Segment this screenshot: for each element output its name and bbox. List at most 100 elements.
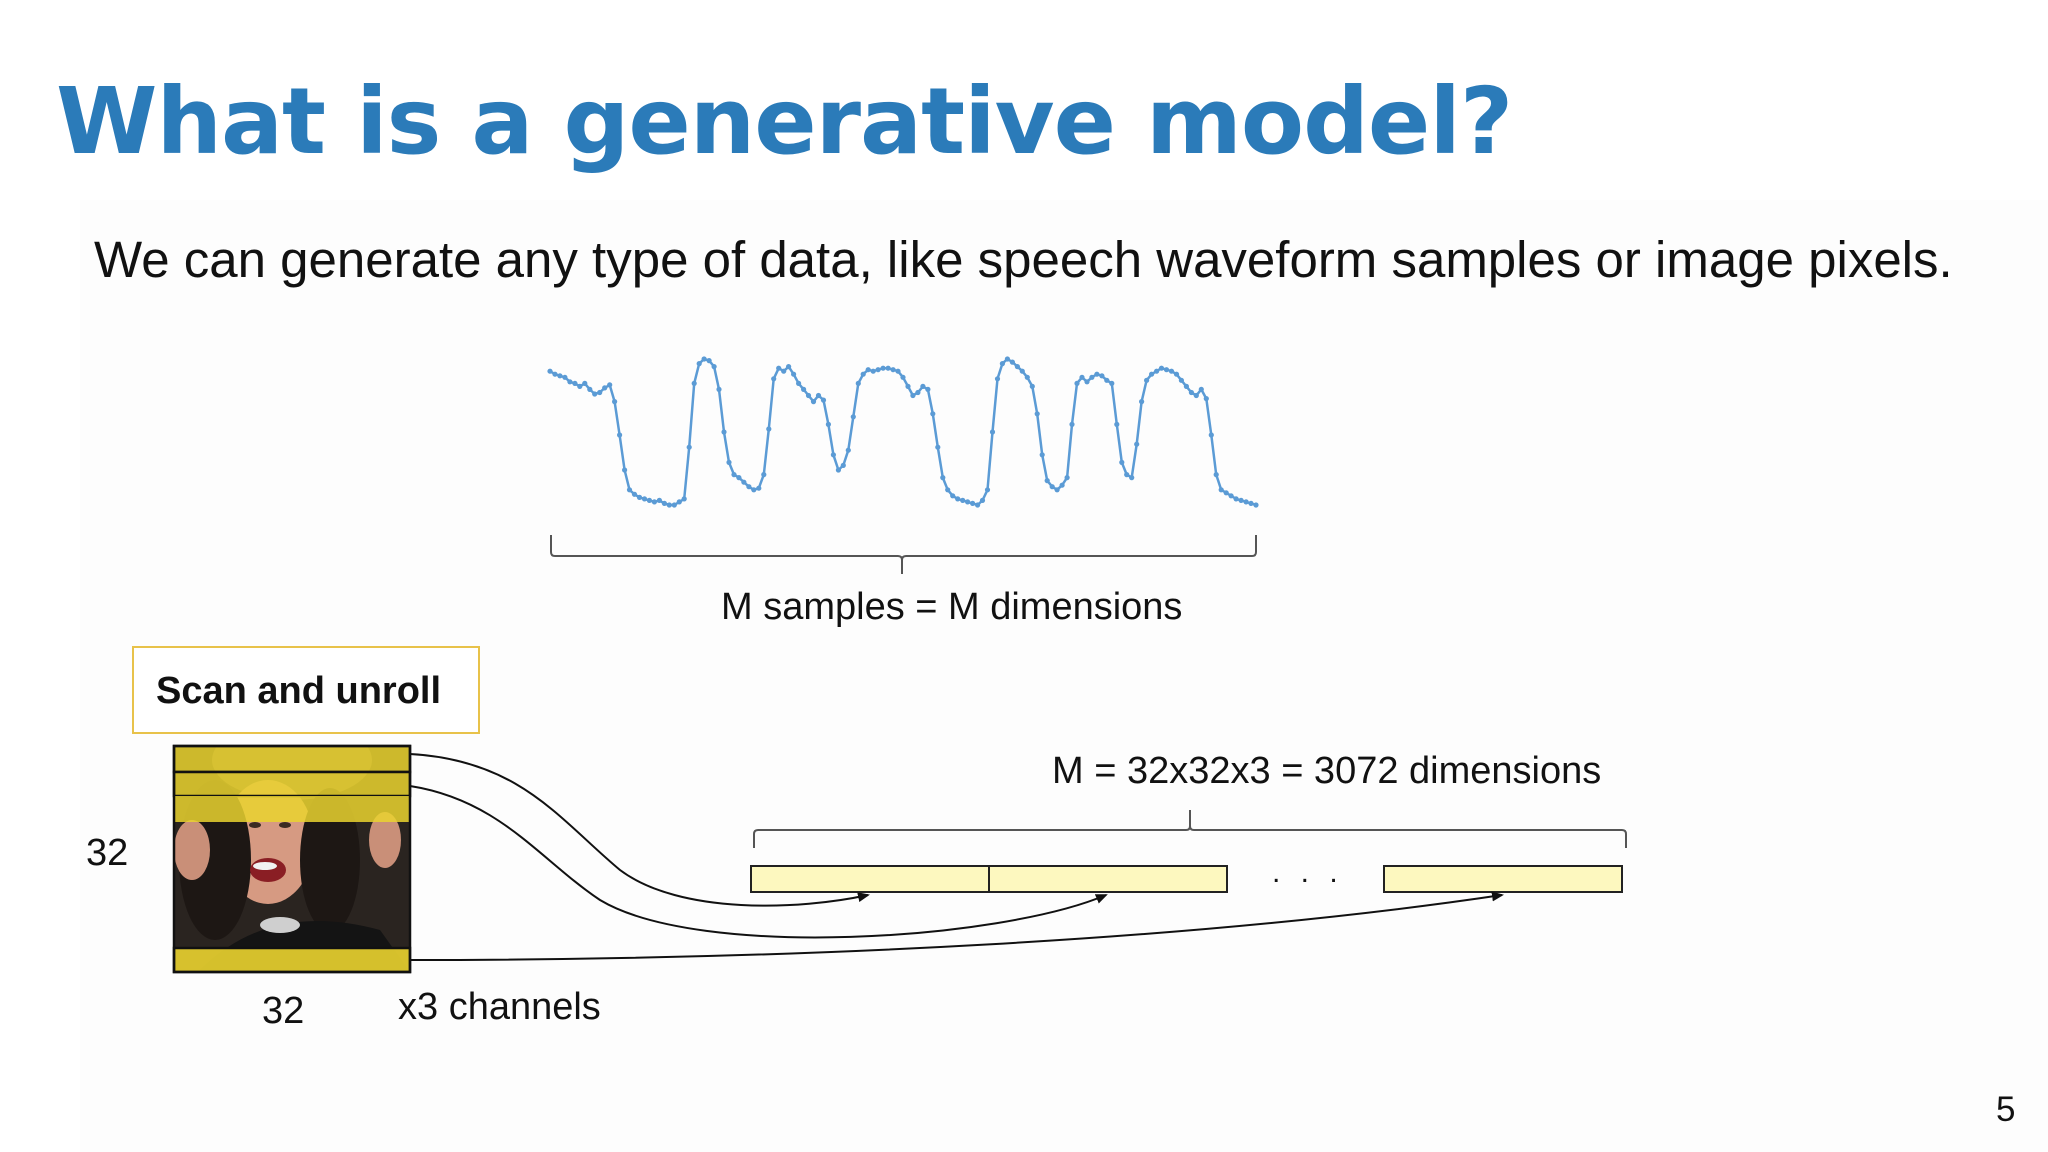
dimensions-label: M = 32x32x3 = 3072 dimensions: [1052, 750, 1602, 792]
waveform-sample-point: [1054, 487, 1060, 493]
waveform-sample-point: [930, 411, 936, 417]
waveform-sample-point: [1129, 475, 1135, 481]
unrolled-vector: [750, 865, 1623, 893]
waveform-sample-point: [895, 368, 901, 374]
waveform-sample-point: [870, 368, 876, 374]
waveform-sample-point: [706, 358, 712, 364]
waveform-sample-point: [1253, 502, 1259, 508]
waveform-sample-point: [1173, 371, 1180, 377]
waveform-sample-point: [1094, 371, 1100, 377]
waveform-sample-point: [597, 389, 603, 396]
page-number: 5: [1996, 1090, 2016, 1129]
waveform-sample-point: [890, 367, 896, 373]
waveform-sample-point: [726, 459, 732, 465]
waveform-sample-point: [646, 497, 653, 503]
waveform-sample-point: [970, 500, 976, 506]
waveform-sample-point: [577, 383, 583, 389]
dimensions-brace: [753, 810, 1627, 848]
waveform-sample-point: [666, 502, 672, 508]
waveform-sample-point: [1168, 368, 1175, 374]
waveform-sample-point: [920, 383, 926, 389]
waveform-sample-point: [984, 487, 991, 493]
waveform-sample-point: [1044, 478, 1050, 484]
waveform-sample-point: [845, 447, 851, 453]
waveform-sample-point: [681, 496, 687, 502]
waveform-sample-point: [602, 385, 608, 391]
scan-and-unroll-label: Scan and unroll: [156, 670, 442, 712]
waveform-sample-point: [1004, 356, 1011, 362]
waveform-sample-point: [656, 497, 663, 503]
waveform-sample-point: [1228, 493, 1234, 499]
waveform-sample-point: [1119, 459, 1125, 465]
waveform-sample-point: [880, 365, 886, 371]
waveform-sample-point: [1059, 482, 1065, 488]
waveform-sample-point: [975, 502, 981, 508]
waveform-sample-point: [547, 368, 553, 374]
waveform-sample-point: [1039, 452, 1045, 458]
waveform-sample-point: [796, 380, 802, 386]
vector-segment-2: [988, 865, 1228, 893]
waveform-sample-point: [661, 500, 668, 506]
waveform-sample-point: [1203, 396, 1209, 402]
waveform-sample-point: [1089, 374, 1095, 380]
waveform-sample-point: [756, 485, 762, 491]
waveform-sample-point: [771, 376, 777, 382]
waveform-sample-point: [1238, 497, 1244, 503]
waveform-sample-point: [766, 426, 772, 432]
waveform-sample-point: [617, 432, 623, 438]
waveform-sample-point: [1114, 421, 1120, 427]
waveform-sample-point: [781, 368, 787, 374]
waveform-sample-point: [925, 386, 931, 392]
waveform-sample-point: [676, 499, 682, 505]
waveform-sample-point: [1099, 373, 1105, 379]
channels-label: x3 channels: [398, 986, 601, 1028]
waveform-sample-point: [940, 475, 946, 481]
waveform-sample-point: [1069, 421, 1075, 427]
waveform-sample-point: [567, 379, 573, 385]
waveform-sample-point: [582, 380, 588, 386]
waveform-sample-point: [1144, 377, 1150, 383]
waveform-sample-point: [592, 391, 598, 397]
waveform-sample-point: [746, 484, 752, 490]
waveform-sample-point: [835, 467, 842, 473]
waveform-sample-point: [960, 497, 966, 503]
waveform-sample-point: [1064, 475, 1070, 481]
waveform-sample-point: [557, 373, 563, 379]
waveform-sample-point: [761, 472, 767, 478]
vector-segment-last: [1383, 865, 1623, 893]
waveform-sample-point: [1014, 364, 1021, 370]
waveform-sample-point: [1079, 374, 1085, 380]
waveform-sample-point: [562, 374, 568, 380]
waveform-sample-point: [641, 496, 648, 502]
waveform-sample-point: [572, 380, 578, 386]
waveform-sample-point: [1188, 389, 1194, 396]
waveform-sample-point: [830, 452, 837, 458]
waveform-sample-point: [607, 382, 613, 388]
waveform-sample-point: [1084, 379, 1090, 385]
waveform-sample-point: [1024, 374, 1030, 380]
waveform-label: M samples = M dimensions: [721, 586, 1183, 628]
waveform-sample-point: [994, 376, 1001, 382]
waveform-sample-point: [721, 429, 727, 435]
waveform-sample-point: [935, 444, 941, 450]
waveform-sample-point: [900, 374, 906, 380]
vector-segment-1: [750, 865, 990, 893]
waveform-line: [549, 357, 1257, 507]
slide-subtitle: We can generate any type of data, like s…: [94, 231, 1953, 288]
waveform-sample-point: [1154, 368, 1160, 374]
arrow-row-2: [409, 785, 1108, 939]
waveform-sample-point: [905, 383, 911, 389]
waveform-sample-point: [776, 365, 782, 371]
scan-and-unroll-box: Scan and unroll: [132, 646, 480, 734]
waveform-sample-point: [1124, 472, 1130, 478]
waveform-sample-point: [1163, 367, 1170, 373]
waveform-sample-point: [1233, 496, 1239, 502]
waveform-sample-point: [1009, 359, 1016, 365]
waveform-sample-point: [731, 472, 737, 478]
waveform-sample-point: [736, 475, 742, 481]
arrow-row-last: [409, 891, 1504, 961]
waveform-sample-point: [1213, 472, 1219, 478]
waveform-sample-point: [1109, 380, 1115, 386]
waveform-sample-point: [965, 499, 971, 505]
